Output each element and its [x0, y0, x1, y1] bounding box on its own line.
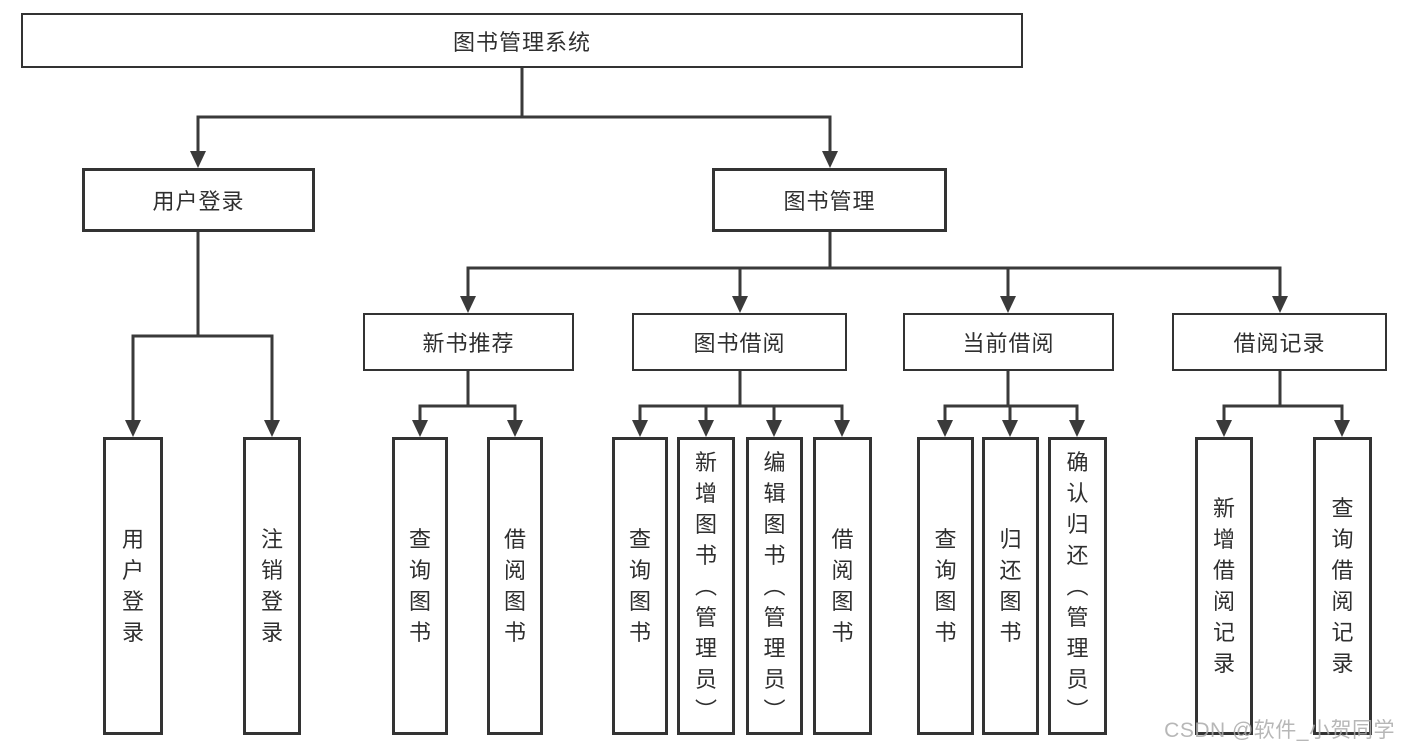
node-new-book-recommend-label: 新书推荐 [422, 331, 515, 356]
leaf-cb-return-books: 归还图书 [982, 437, 1039, 735]
node-current-borrowing-label: 当前借阅 [962, 331, 1055, 356]
leaf-cb-confirm-return-admin-label: 确认归还︵管理员︶ [1066, 449, 1089, 723]
node-user-login-label: 用户登录 [152, 189, 245, 214]
node-book-borrowing-label: 图书借阅 [693, 331, 786, 356]
leaf-br-query-record-label: 查询借阅记录 [1331, 496, 1354, 676]
leaf-br-add-record: 新增借阅记录 [1195, 437, 1253, 735]
leaf-cb-return-books-label: 归还图书 [999, 527, 1022, 645]
node-book-borrowing: 图书借阅 [632, 313, 847, 371]
leaf-bb-query-books-label: 查询图书 [628, 527, 651, 645]
node-book-management: 图书管理 [712, 168, 947, 232]
node-user-login: 用户登录 [82, 168, 315, 232]
leaf-bb-borrow-books-label: 借阅图书 [831, 527, 854, 645]
leaf-nb-borrow-books: 借阅图书 [487, 437, 543, 735]
leaf-bb-edit-books-admin-label: 编辑图书︵管理员︶ [763, 449, 786, 723]
csdn-watermark: CSDN @软件_小贺同学 [1164, 719, 1395, 742]
leaf-bb-add-books-admin: 新增图书︵管理员︶ [677, 437, 735, 735]
node-library-system: 图书管理系统 [21, 13, 1023, 68]
node-book-management-label: 图书管理 [783, 189, 876, 214]
node-borrowing-records-label: 借阅记录 [1233, 331, 1326, 356]
leaf-br-query-record: 查询借阅记录 [1313, 437, 1372, 735]
leaf-cb-query-books-label: 查询图书 [934, 527, 957, 645]
node-borrowing-records: 借阅记录 [1172, 313, 1387, 371]
leaf-logout-label: 注销登录 [260, 527, 283, 645]
leaf-user-login: 用户登录 [103, 437, 163, 735]
leaf-nb-query-books-label: 查询图书 [408, 527, 431, 645]
node-new-book-recommend: 新书推荐 [363, 313, 574, 371]
leaf-cb-confirm-return-admin: 确认归还︵管理员︶ [1048, 437, 1107, 735]
leaf-logout: 注销登录 [243, 437, 301, 735]
leaf-bb-borrow-books: 借阅图书 [813, 437, 872, 735]
leaf-cb-query-books: 查询图书 [917, 437, 974, 735]
node-library-system-label: 图书管理系统 [452, 29, 591, 55]
leaf-nb-borrow-books-label: 借阅图书 [503, 527, 526, 645]
leaf-nb-query-books: 查询图书 [392, 437, 448, 735]
leaf-br-add-record-label: 新增借阅记录 [1212, 496, 1235, 676]
node-current-borrowing: 当前借阅 [903, 313, 1114, 371]
leaf-user-login-label: 用户登录 [121, 527, 144, 645]
leaf-bb-add-books-admin-label: 新增图书︵管理员︶ [694, 449, 717, 723]
leaf-bb-edit-books-admin: 编辑图书︵管理员︶ [746, 437, 803, 735]
leaf-bb-query-books: 查询图书 [612, 437, 668, 735]
